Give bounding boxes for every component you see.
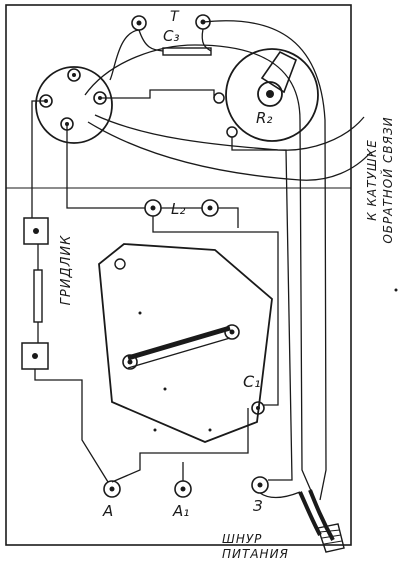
label-terminal-z: З bbox=[253, 497, 263, 515]
label-r2: R₂ bbox=[256, 109, 272, 127]
c1-terminal bbox=[251, 401, 265, 415]
scan-dots bbox=[138, 288, 398, 432]
label-terminal-a1: А₁ bbox=[172, 502, 189, 520]
bottom-terminals bbox=[103, 476, 269, 498]
power-cord bbox=[298, 489, 345, 553]
label-cord-line2: ПИТАНИЯ bbox=[222, 547, 289, 561]
label-l2: L₂ bbox=[171, 200, 185, 218]
label-feedback-line2: ОБРАТНОЙ СВЯЗИ bbox=[380, 116, 395, 243]
board-outline bbox=[5, 4, 352, 546]
terminal-a bbox=[103, 480, 121, 498]
label-grid-leak: ГРИДЛИК bbox=[59, 235, 74, 306]
label-c3: C₃ bbox=[163, 27, 180, 45]
label-t: T bbox=[170, 9, 180, 25]
r2-terminal bbox=[226, 126, 238, 138]
label-cord-line1: ШНУР bbox=[222, 532, 262, 546]
grid-leak-holder bbox=[21, 217, 49, 370]
r2-terminal bbox=[213, 92, 225, 104]
capacitor-c1-plate bbox=[98, 243, 273, 443]
label-c1: C₁ bbox=[243, 372, 261, 391]
label-terminal-a: А bbox=[102, 502, 113, 520]
potentiometer-r2 bbox=[213, 48, 319, 142]
socket-pin bbox=[67, 68, 81, 82]
label-feedback-line1: К КАТУШКЕ bbox=[365, 139, 379, 221]
wiring bbox=[31, 20, 372, 501]
